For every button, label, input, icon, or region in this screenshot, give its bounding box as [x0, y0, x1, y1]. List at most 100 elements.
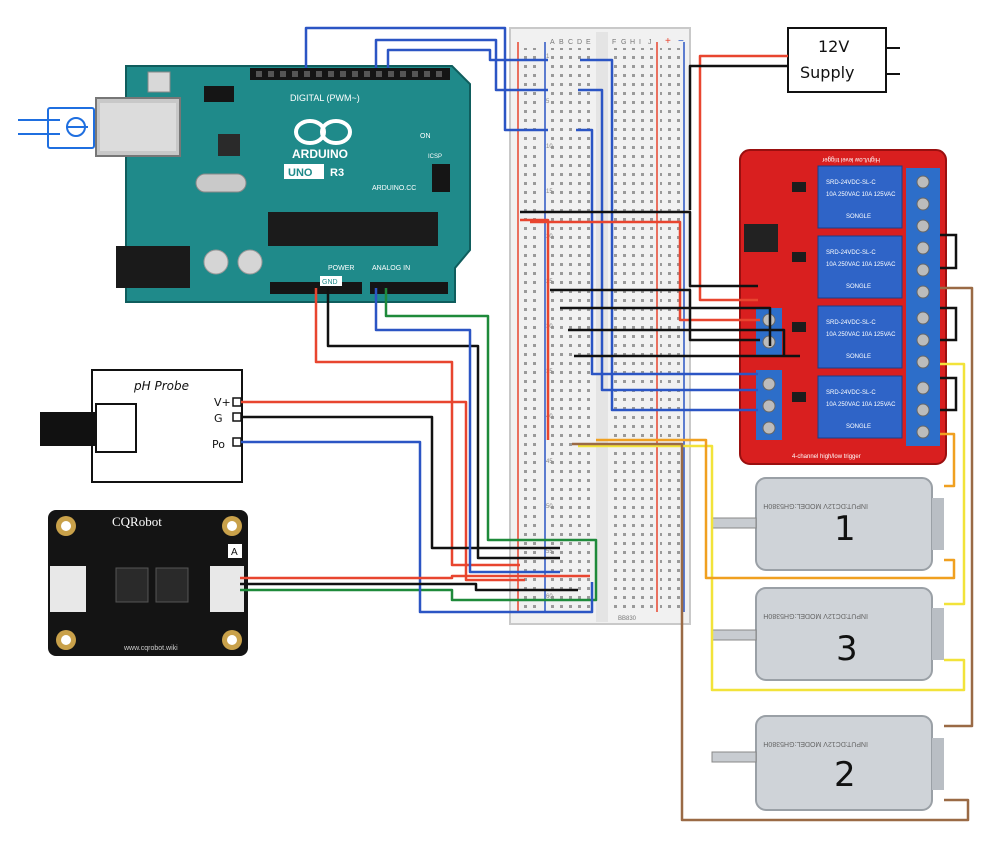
motor-1-number: 1: [834, 509, 856, 549]
wire-red-ph-v: [241, 400, 525, 582]
motor-2-spec: INPUT:DC12V MODEL:GH5380H: [763, 740, 868, 747]
bb-col-g: G: [621, 39, 626, 46]
wire-blue-a0: [374, 288, 560, 574]
bb-col-b: B: [559, 39, 564, 46]
relay-module: High/Low level trigger SRD-24VDC-SL-C 10…: [739, 149, 958, 465]
relay-2-brand: SONGLE: [846, 284, 871, 290]
cqrobot-marker: A: [231, 547, 238, 558]
bb-plus: +: [665, 36, 671, 47]
usb-icon: [18, 107, 95, 149]
wire-yellow-motor3: [578, 444, 966, 692]
left-connector: [50, 566, 86, 612]
relay-3-brand: SONGLE: [846, 354, 871, 360]
bb-col-i: I: [639, 39, 641, 46]
wire-green-cq: [240, 588, 545, 602]
bb-col-h: H: [630, 39, 635, 46]
bb-col-f: F: [612, 39, 616, 46]
relay-2-rating: 10A 250VAC 10A 125VAC: [826, 262, 896, 268]
crystal-oscillator: [195, 173, 247, 193]
wire-blue-ch2: [578, 88, 758, 392]
wire-red-cq: [240, 574, 590, 580]
wire-blue-d4: [374, 38, 548, 92]
bb-row-number: 40: [546, 414, 553, 420]
icsp-header-usb: [204, 86, 234, 102]
wire-red-relay-vcc: [530, 220, 760, 322]
relay-header-text: High/Low level trigger: [822, 156, 880, 162]
ph-pin-p: Po: [212, 438, 225, 451]
wire-orange-motor1: [596, 438, 956, 580]
wire-red-5v: [314, 288, 520, 567]
arduino-uno-board: DIGITAL (PWM~) ARDUINO UNO R3 ARDUINO.CC…: [95, 65, 471, 303]
bb-col-c: C: [568, 39, 573, 46]
motor-1: INPUT:DC12V MODEL:GH5380H 1: [711, 477, 944, 571]
relay-3-rating: 10A 250VAC 10A 125VAC: [826, 332, 896, 338]
motor-2-number: 2: [834, 755, 856, 795]
relay-1-text: SRD-24VDC-SL-C: [826, 180, 876, 186]
wires: [240, 26, 974, 822]
arduino-website: ARDUINO.CC: [372, 185, 416, 192]
relay-right-terminal: [906, 168, 940, 446]
relay-2: [817, 235, 903, 299]
power-header-label: POWER: [328, 265, 354, 272]
relay-4-brand: SONGLE: [846, 424, 871, 430]
relay-footer-text: 4-channel high/low trigger: [792, 454, 861, 460]
arduino-model: UNO: [288, 167, 313, 179]
wire-blue-ch1: [580, 58, 758, 412]
wire-black-a: [560, 306, 772, 346]
relay-4-text: SRD-24VDC-SL-C: [826, 390, 876, 396]
arduino-brand: ARDUINO: [292, 147, 348, 161]
bb-minus: −: [678, 36, 684, 47]
wire-black-supply: [688, 64, 788, 210]
cqrobot-url: www.cqrobot.wiki: [123, 645, 178, 652]
wire-red-supply: [698, 54, 788, 302]
relay-input-header: [744, 224, 778, 252]
12v-supply: 12V Supply: [787, 27, 900, 93]
wire-green-a1: [384, 288, 598, 602]
wire-blue-ch3: [576, 128, 758, 376]
wire-brown-relay: [940, 286, 974, 728]
capacitor: [237, 249, 263, 275]
bb-row-number: 1: [546, 54, 550, 60]
bb-row-number: 45: [546, 459, 553, 465]
bb-row-number: 35: [546, 369, 553, 375]
icsp-label: ICSP: [428, 154, 442, 160]
bb-col-e: E: [586, 39, 591, 46]
icsp-header-chip: [432, 164, 450, 192]
ic-chip: [155, 567, 189, 603]
wire-blue-ph-po: [241, 440, 594, 614]
motor-2: INPUT:DC12V MODEL:GH5380H 2: [711, 715, 944, 811]
bb-col-j: J: [648, 39, 652, 46]
usb-chip: [218, 134, 240, 156]
right-connector: [210, 566, 244, 612]
relay-2-text: SRD-24VDC-SL-C: [826, 250, 876, 256]
bb-row-number: 5: [546, 99, 550, 105]
wire-yellow-relay: [940, 362, 966, 606]
cqrobot-board: CQRobot A www.cqrobot.wiki: [48, 510, 248, 656]
bb-row-number: 55: [546, 549, 553, 555]
supply-label-line2: Supply: [800, 63, 855, 82]
wire-red-rail: [520, 218, 550, 440]
relay-4: [817, 375, 903, 439]
wire-blue-d10: [304, 26, 548, 132]
motor-3-number: 3: [836, 629, 858, 669]
cqrobot-brand: CQRobot: [112, 514, 162, 529]
ph-pin-v: V+: [214, 396, 231, 409]
probe-connector: [40, 412, 98, 446]
analog-header-label: ANALOG IN: [372, 265, 410, 272]
bb-row-number: 50: [546, 504, 553, 510]
bb-row-number: 20: [546, 234, 553, 240]
ph-pin-g: G: [214, 412, 223, 425]
wire-brown-motor2: [572, 442, 970, 822]
motor-3-spec: INPUT:DC12V MODEL:GH5380H: [763, 612, 868, 619]
motor-3: INPUT:DC12V MODEL:GH5380H 3: [711, 587, 944, 681]
bb-col-d: D: [577, 39, 582, 46]
reset-button: [147, 71, 171, 93]
relay-1-rating: 10A 250VAC 10A 125VAC: [826, 192, 896, 198]
wire-black-cq: [240, 582, 578, 592]
supply-label-line1: 12V: [818, 37, 849, 56]
atmega-chip: [268, 212, 438, 246]
bb-row-number: 60: [546, 594, 553, 600]
bb-row-number: 10: [546, 144, 553, 150]
